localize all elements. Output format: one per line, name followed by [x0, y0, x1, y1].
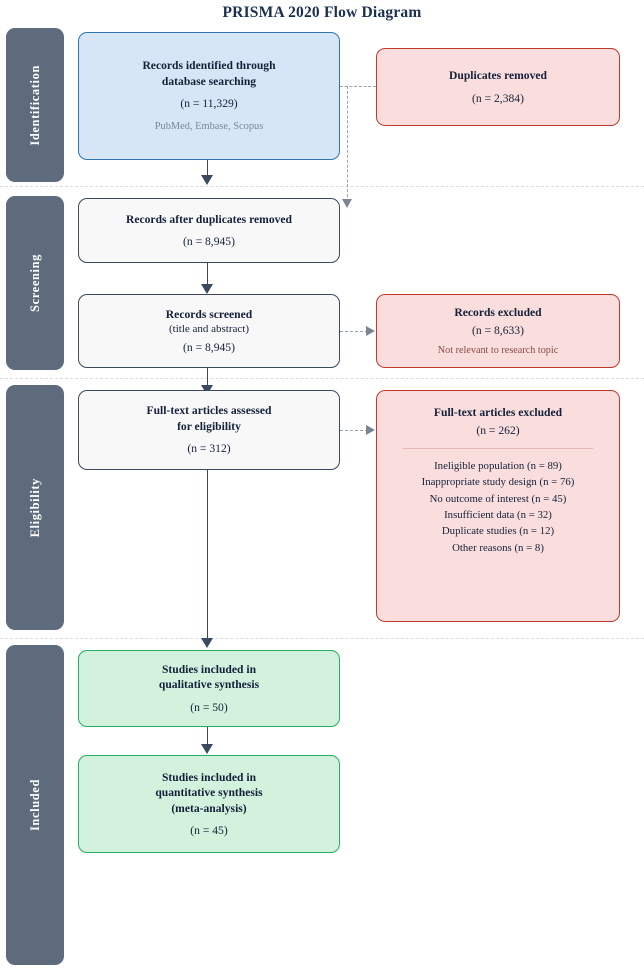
- stage-bar-eligibility: Eligibility: [6, 385, 64, 630]
- connector-fulltext-to-qualitative: [207, 470, 208, 644]
- arrowhead-records-excluded: [366, 326, 375, 336]
- dashed-connector-to-fulltext-excluded: [340, 430, 368, 431]
- dashed-connector-to-duplicates-v: [347, 86, 348, 202]
- node-qualitative-synthesis-heading-2: qualitative synthesis: [158, 678, 260, 692]
- exclusion-reason: Ineligible population (n = 89): [434, 459, 562, 472]
- node-records-after-duplicates-heading: Records after duplicates removed: [125, 212, 293, 226]
- node-records-after-duplicates-count: (n = 8,945): [183, 235, 235, 248]
- stage-label-identification: Identification: [27, 64, 42, 146]
- arrowhead-qualitative-to-quantitative: [201, 744, 213, 754]
- exclusion-reason: Duplicate studies (n = 12): [441, 525, 555, 538]
- arrowhead-identified-to-after-duplicates: [201, 175, 213, 185]
- node-records-excluded-count: (n = 8,633): [472, 324, 524, 338]
- dashed-connector-to-records-excluded: [340, 331, 368, 332]
- node-records-after-duplicates[interactable]: Records after duplicates removed (n = 8,…: [78, 198, 340, 263]
- connector-qualitative-to-quantitative: [207, 727, 208, 749]
- stage-bar-identification: Identification: [6, 28, 64, 182]
- node-duplicates-removed-count: (n = 2,384): [472, 91, 524, 105]
- node-qualitative-synthesis[interactable]: Studies included in qualitative synthesi…: [78, 650, 340, 727]
- arrowhead-after-duplicates-to-screened: [201, 284, 213, 294]
- node-quantitative-synthesis-count: (n = 45): [190, 823, 228, 837]
- node-duplicates-removed-heading: Duplicates removed: [449, 69, 547, 83]
- exclusion-reason: No outcome of interest (n = 45): [429, 492, 567, 505]
- stage-label-eligibility: Eligibility: [27, 477, 42, 538]
- exclusion-reason: Insufficient data (n = 32): [444, 509, 552, 522]
- node-qualitative-synthesis-heading-1: Studies included in: [161, 662, 257, 676]
- node-records-identified-count: (n = 11,329): [180, 97, 238, 111]
- page-title: PRISMA 2020 Flow Diagram: [222, 4, 422, 21]
- arrowhead-fulltext-to-qualitative: [201, 638, 213, 648]
- stage-label-included: Included: [27, 778, 42, 832]
- node-quantitative-synthesis-heading-2: quantitative synthesis: [155, 786, 263, 800]
- node-fulltext-excluded[interactable]: Full-text articles excluded (n = 262) In…: [376, 390, 620, 622]
- stage-divider-2: [0, 378, 644, 379]
- node-records-screened-count: (n = 8,945): [183, 340, 235, 354]
- node-quantitative-synthesis[interactable]: Studies included in quantitative synthes…: [78, 755, 340, 853]
- node-records-screened-heading: Records screened: [165, 307, 253, 321]
- node-records-screened-subtitle: (title and abstract): [168, 323, 250, 336]
- node-records-identified[interactable]: Records identified through database sear…: [78, 32, 340, 160]
- node-records-excluded[interactable]: Records excluded (n = 8,633) Not relevan…: [376, 294, 620, 368]
- fulltext-excluded-reasons-list: Ineligible population (n = 89) Inappropr…: [402, 447, 594, 556]
- stage-divider-1: [0, 186, 644, 187]
- node-records-excluded-heading: Records excluded: [454, 305, 542, 319]
- node-records-excluded-note: Not relevant to research topic: [437, 344, 559, 356]
- node-fulltext-excluded-count: (n = 262): [476, 424, 520, 438]
- arrowhead-duplicates-return: [342, 199, 352, 208]
- connector-screened-to-fulltext: [207, 368, 208, 390]
- node-quantitative-synthesis-heading-3: (meta-analysis): [171, 801, 247, 815]
- node-fulltext-assessed-heading-2: for eligibility: [177, 419, 241, 433]
- exclusion-reason: Other reasons (n = 8): [452, 541, 544, 554]
- node-records-identified-sources: PubMed, Embase, Scopus: [154, 120, 264, 132]
- dashed-connector-to-duplicates-h: [340, 86, 376, 87]
- arrowhead-fulltext-excluded: [366, 425, 375, 435]
- stage-divider-3: [0, 638, 644, 639]
- node-quantitative-synthesis-heading-1: Studies included in: [161, 770, 257, 784]
- exclusion-reason: Inappropriate study design (n = 76): [421, 476, 575, 489]
- stage-label-screening: Screening: [27, 254, 42, 312]
- node-records-identified-heading-2: database searching: [161, 74, 257, 88]
- node-records-screened[interactable]: Records screened (title and abstract) (n…: [78, 294, 340, 368]
- node-fulltext-assessed[interactable]: Full-text articles assessed for eligibil…: [78, 390, 340, 470]
- node-qualitative-synthesis-count: (n = 50): [190, 700, 228, 714]
- connector-identified-to-after-duplicates: [207, 160, 208, 178]
- node-fulltext-excluded-heading: Full-text articles excluded: [433, 406, 563, 419]
- connector-after-duplicates-to-screened: [207, 263, 208, 287]
- node-fulltext-assessed-count: (n = 312): [187, 442, 231, 456]
- node-fulltext-assessed-heading-1: Full-text articles assessed: [146, 404, 272, 418]
- node-records-identified-heading-1: Records identified through: [142, 59, 276, 73]
- stage-bar-included: Included: [6, 645, 64, 965]
- stage-bar-screening: Screening: [6, 196, 64, 370]
- node-duplicates-removed[interactable]: Duplicates removed (n = 2,384): [376, 48, 620, 126]
